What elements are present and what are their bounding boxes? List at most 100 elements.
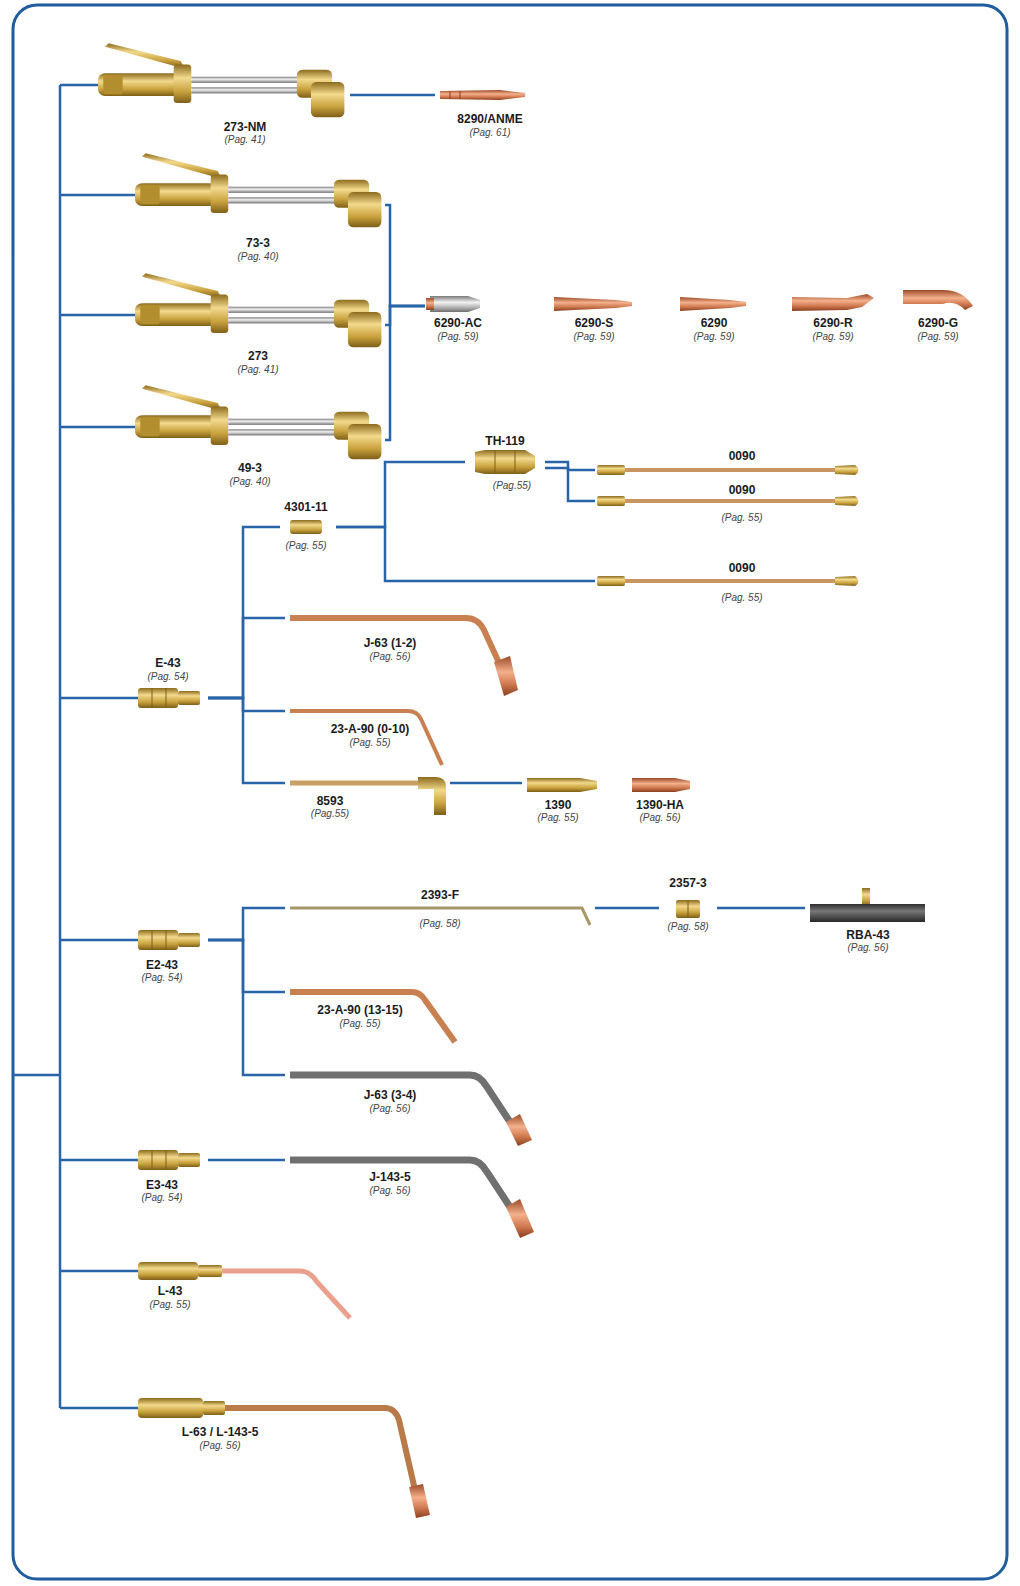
part-number: J-63 (3-4) bbox=[364, 1088, 417, 1102]
part-number: 4301-11 bbox=[284, 500, 327, 514]
fitting-figure bbox=[290, 520, 322, 534]
burner-figure bbox=[810, 888, 925, 922]
product-item: J-143-5(Pag. 56) bbox=[285, 1150, 535, 1245]
tree-connector bbox=[336, 527, 595, 581]
product-item: 6290(Pag. 59) bbox=[669, 290, 759, 345]
product-item: J-63 (1-2)(Pag. 56) bbox=[285, 610, 525, 700]
part-number: 23-A-90 (13-15) bbox=[317, 1003, 402, 1017]
product-item: J-63 (3-4)(Pag. 56) bbox=[285, 1066, 535, 1150]
part-number: 23-A-90 (0-10) bbox=[331, 722, 410, 736]
page-reference: (Pag. 55) bbox=[537, 812, 578, 824]
page-reference: (Pag. 54) bbox=[141, 972, 182, 984]
tree-connector bbox=[595, 907, 659, 910]
part-number: 6290 bbox=[701, 316, 728, 330]
tree-connector bbox=[208, 908, 285, 940]
tip-figure bbox=[440, 90, 525, 100]
part-number: 6290-G bbox=[918, 316, 958, 330]
part-number: 6290-AC bbox=[434, 316, 482, 330]
part-number: E2-43 bbox=[146, 958, 178, 972]
page-reference: (Pag. 56) bbox=[369, 651, 410, 663]
tube-figure bbox=[290, 1075, 532, 1146]
part-number: J-143-5 bbox=[369, 1170, 410, 1184]
tree-connector bbox=[208, 618, 285, 698]
nozzle-figure bbox=[632, 778, 690, 792]
tube-figure bbox=[290, 1160, 534, 1238]
part-number: 0090 bbox=[729, 449, 756, 463]
part-number: 273-NM bbox=[224, 120, 267, 134]
page-reference: (Pag. 59) bbox=[573, 331, 614, 343]
rod-figure bbox=[597, 576, 859, 586]
part-number: 8290/ANME bbox=[457, 112, 522, 126]
part-number: 1390-HA bbox=[636, 798, 684, 812]
part-number: L-63 / L-143-5 bbox=[182, 1425, 259, 1439]
product-item: 0090(Pag. 55) bbox=[595, 559, 865, 610]
product-item: 6290-R(Pag. 59) bbox=[788, 290, 878, 345]
tube-figure bbox=[290, 711, 442, 765]
torch-figure bbox=[135, 385, 381, 459]
tree-connector bbox=[350, 94, 435, 97]
part-number: 6290-S bbox=[575, 316, 614, 330]
part-number: L-43 bbox=[158, 1284, 183, 1298]
tip-figure bbox=[792, 294, 874, 311]
part-number: 8593 bbox=[317, 794, 344, 808]
product-item: RBA-43(Pag. 56) bbox=[805, 884, 927, 956]
part-number: 2393-F bbox=[421, 888, 459, 902]
tree-connector bbox=[336, 462, 465, 527]
page-reference: (Pag. 55) bbox=[285, 540, 326, 552]
page-reference: (Pag. 59) bbox=[437, 331, 478, 343]
product-item: 0090 bbox=[595, 445, 865, 477]
product-item: TH-119(Pag.55) bbox=[465, 430, 545, 494]
tree-connector bbox=[450, 782, 522, 785]
product-item: 2357-3(Pag. 58) bbox=[659, 872, 717, 936]
tube-figure bbox=[138, 1398, 430, 1518]
tip-figure bbox=[426, 296, 480, 312]
product-item: 49-3(Pag. 40) bbox=[133, 380, 385, 490]
torch-figure bbox=[135, 153, 381, 227]
product-item: 4301-11 (Pag. 55) bbox=[280, 497, 336, 555]
tree-connector bbox=[208, 1159, 285, 1162]
page-reference: (Pag. 58) bbox=[419, 918, 460, 930]
product-item: L-63 / L-143-5(Pag. 56) bbox=[133, 1395, 433, 1520]
fitting-figure bbox=[138, 1150, 200, 1170]
rod-figure bbox=[597, 465, 859, 475]
product-item: 6290-S(Pag. 59) bbox=[549, 290, 639, 345]
nut-figure bbox=[475, 450, 535, 474]
page-reference: (Pag. 59) bbox=[917, 331, 958, 343]
page-reference: (Pag. 41) bbox=[224, 134, 265, 146]
part-number: 2357-3 bbox=[669, 876, 706, 890]
tree-connector bbox=[545, 468, 595, 501]
page-reference: (Pag.55) bbox=[493, 480, 531, 492]
tube-figure bbox=[138, 1262, 350, 1318]
tree-trunk bbox=[13, 85, 138, 1408]
part-number: 49-3 bbox=[238, 461, 262, 475]
page-reference: (Pag. 40) bbox=[237, 251, 278, 263]
product-item: 23-A-90 (13-15)(Pag. 55) bbox=[285, 985, 460, 1047]
part-number: 1390 bbox=[545, 798, 572, 812]
part-number: E3-43 bbox=[146, 1178, 178, 1192]
nozzle-figure bbox=[527, 778, 597, 792]
tree-connector bbox=[717, 907, 805, 910]
product-item: 73-3(Pag. 40) bbox=[133, 148, 385, 266]
page-reference: (Pag. 56) bbox=[199, 1440, 240, 1452]
tube-figure bbox=[290, 618, 518, 696]
part-number: J-63 (1-2) bbox=[364, 636, 417, 650]
rod-figure bbox=[597, 496, 859, 506]
page-reference: (Pag. 61) bbox=[469, 127, 510, 139]
tip-figure bbox=[680, 297, 746, 311]
part-number: 6290-R bbox=[813, 316, 852, 330]
page-reference: (Pag. 56) bbox=[369, 1103, 410, 1115]
page-reference: (Pag. 55) bbox=[339, 1018, 380, 1030]
tip-figure bbox=[554, 297, 632, 311]
part-number: E-43 bbox=[155, 656, 180, 670]
fitting-figure bbox=[138, 930, 200, 950]
page-reference: (Pag. 54) bbox=[147, 671, 188, 683]
product-item: 273(Pag. 41) bbox=[133, 268, 385, 378]
product-item: 23-A-90 (0-10)(Pag. 55) bbox=[285, 704, 455, 774]
torch-figure bbox=[98, 43, 344, 117]
part-number: 73-3 bbox=[246, 236, 270, 250]
tree-connector bbox=[385, 205, 425, 306]
page-reference: (Pag. 55) bbox=[349, 737, 390, 749]
